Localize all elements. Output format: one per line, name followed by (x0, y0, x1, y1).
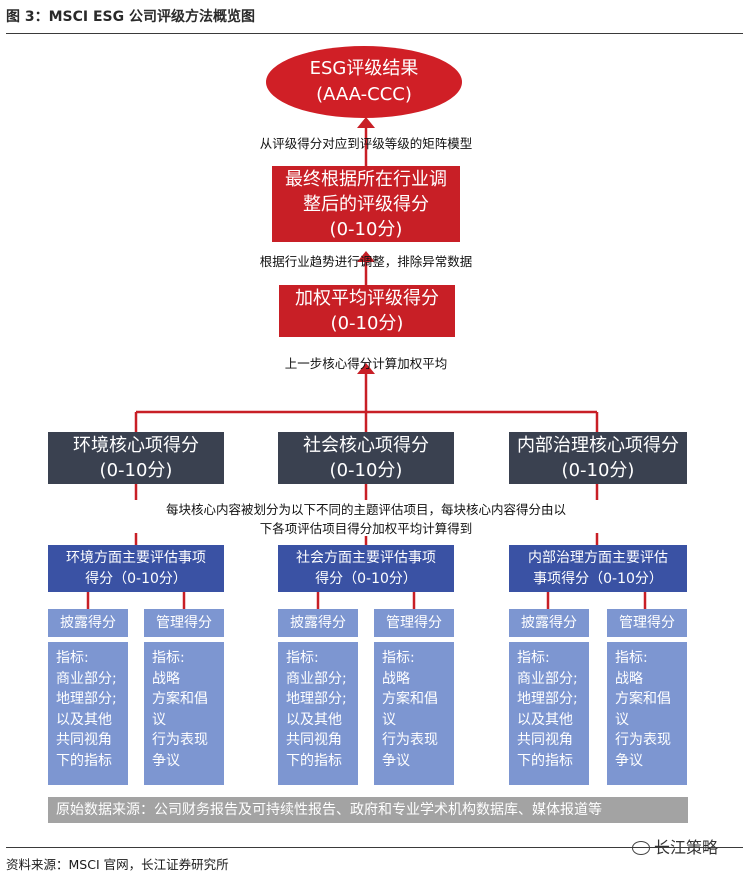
result-title: ESG评级结果 (309, 58, 419, 79)
note-adjust: 根据行业趋势进行调整，排除异常数据 (259, 254, 473, 269)
note-matrix: 从评级得分对应到评级等级的矩阵模型 (259, 136, 473, 151)
weighted-range: (0-10分) (330, 313, 404, 334)
source-footer: 资料来源：MSCI 官网，长江证券研究所 (6, 857, 229, 872)
detail-line: 共同视角 (517, 732, 573, 748)
detail-line: 行为表现 (382, 732, 438, 748)
final-score-line2: 整后的评级得分 (303, 193, 429, 215)
esg-rating-result: ESG评级结果 (AAA-CCC) (266, 46, 462, 118)
final-score-box: 最终根据所在行业调 整后的评级得分 (0-10分) (272, 166, 460, 242)
wechat-icon (632, 841, 650, 855)
detail-line: 指标: (152, 650, 185, 666)
detail-line: 下的指标 (517, 752, 573, 769)
detail-line: 行为表现 (152, 732, 208, 748)
detail-line: 争议 (152, 752, 180, 769)
theme-line1: 环境方面主要评估事项 (66, 549, 206, 566)
detail-line: 指标: (615, 650, 648, 666)
pillar-governance: 内部治理核心项得分 (0-10分) (509, 432, 687, 484)
final-score-line1: 最终根据所在行业调 (285, 168, 447, 190)
management-label-governance: 管理得分 (607, 609, 687, 637)
theme-line2: 得分（0-10分） (85, 570, 187, 587)
disclosure-detail-environment: 指标: 商业部分; 地理部分; 以及其他 共同视角 下的指标 (48, 642, 128, 785)
detail-line: 地理部分; (517, 691, 578, 707)
note-split-line2: 下各项评估项目得分加权平均计算得到 (0, 518, 732, 537)
theme-social: 社会方面主要评估事项 得分（0-10分） (278, 545, 454, 592)
data-source-bar: 原始数据来源：公司财务报告及可持续性报告、政府和专业学术机构数据库、媒体报道等 (48, 797, 688, 823)
detail-line: 议 (382, 711, 396, 728)
theme-line2: 得分（0-10分） (315, 570, 417, 587)
pillar-title: 内部治理核心项得分 (517, 435, 679, 456)
detail-line: 共同视角 (286, 732, 342, 748)
detail-line: 方案和倡 (615, 691, 671, 707)
detail-line: 行为表现 (615, 732, 671, 748)
theme-line2: 事项得分（0-10分） (533, 570, 663, 587)
footer-rule (6, 847, 743, 848)
management-detail-environment: 指标: 战略 方案和倡 议 行为表现 争议 (144, 642, 224, 785)
final-score-range: (0-10分) (329, 218, 403, 240)
disclosure-detail-social: 指标: 商业部分; 地理部分; 以及其他 共同视角 下的指标 (278, 642, 358, 785)
detail-line: 地理部分; (286, 691, 347, 707)
watermark: 长江策略 (632, 834, 718, 858)
pillar-range: (0-10分) (561, 460, 635, 481)
detail-line: 战略 (615, 670, 643, 687)
detail-line: 共同视角 (56, 732, 112, 748)
theme-line1: 内部治理方面主要评估 (528, 549, 668, 566)
detail-line: 下的指标 (56, 752, 112, 769)
management-detail-social: 指标: 战略 方案和倡 议 行为表现 争议 (374, 642, 454, 785)
pillar-range: (0-10分) (99, 460, 173, 481)
pillar-range: (0-10分) (329, 460, 403, 481)
detail-line: 方案和倡 (382, 691, 438, 707)
detail-line: 指标: (517, 650, 550, 666)
weighted-title: 加权平均评级得分 (295, 288, 439, 309)
detail-line: 下的指标 (286, 752, 342, 769)
detail-line: 战略 (382, 670, 410, 687)
detail-line: 议 (152, 711, 166, 728)
title-rule (6, 33, 743, 34)
detail-line: 商业部分; (286, 670, 347, 687)
theme-environment: 环境方面主要评估事项 得分（0-10分） (48, 545, 224, 592)
disclosure-detail-governance: 指标: 商业部分; 地理部分; 以及其他 共同视角 下的指标 (509, 642, 589, 785)
theme-line1: 社会方面主要评估事项 (296, 549, 436, 566)
note-weighted: 上一步核心得分计算加权平均 (284, 356, 448, 371)
theme-governance: 内部治理方面主要评估 事项得分（0-10分） (509, 545, 687, 592)
management-label-environment: 管理得分 (144, 609, 224, 637)
pillar-title: 社会核心项得分 (303, 435, 429, 456)
detail-line: 争议 (615, 752, 643, 769)
note-split-text2: 下各项评估项目得分加权平均计算得到 (257, 521, 475, 536)
figure-title: 图 3：MSCI ESG 公司评级方法概览图 (6, 9, 255, 25)
detail-line: 以及其他 (56, 711, 112, 728)
detail-line: 以及其他 (286, 711, 342, 728)
detail-line: 指标: (286, 650, 319, 666)
note-split-line1: 每块核心内容被划分为以下不同的主题评估项目，每块核心内容得分由以 (0, 499, 732, 518)
pillar-environment: 环境核心项得分 (0-10分) (48, 432, 224, 484)
pillar-title: 环境核心项得分 (73, 435, 199, 456)
detail-line: 指标: (382, 650, 415, 666)
pillar-social: 社会核心项得分 (0-10分) (278, 432, 454, 484)
disclosure-label-governance: 披露得分 (509, 609, 589, 637)
detail-line: 指标: (56, 650, 89, 666)
result-range: (AAA-CCC) (316, 84, 412, 105)
detail-line: 地理部分; (56, 691, 117, 707)
management-label-social: 管理得分 (374, 609, 454, 637)
detail-line: 方案和倡 (152, 691, 208, 707)
detail-line: 以及其他 (517, 711, 573, 728)
detail-line: 商业部分; (56, 670, 117, 687)
disclosure-label-environment: 披露得分 (48, 609, 128, 637)
detail-line: 战略 (152, 670, 180, 687)
weighted-score-box: 加权平均评级得分 (0-10分) (279, 285, 455, 337)
management-detail-governance: 指标: 战略 方案和倡 议 行为表现 争议 (607, 642, 687, 785)
detail-line: 商业部分; (517, 670, 578, 687)
detail-line: 议 (615, 711, 629, 728)
disclosure-label-social: 披露得分 (278, 609, 358, 637)
detail-line: 争议 (382, 752, 410, 769)
note-split-text1: 每块核心内容被划分为以下不同的主题评估项目，每块核心内容得分由以 (163, 502, 568, 517)
